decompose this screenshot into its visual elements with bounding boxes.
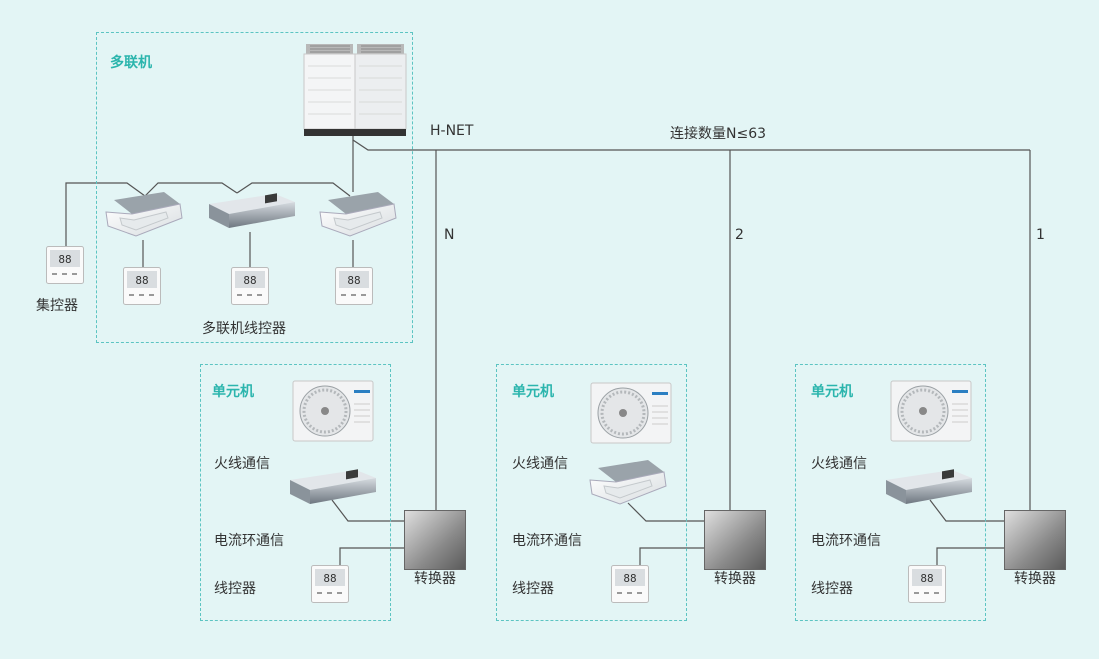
- unit-group-title-1: 单元机: [212, 384, 254, 400]
- current-loop-comm-label-1: 电流环通信: [214, 533, 284, 549]
- wired-controller-icon: 88: [123, 267, 161, 305]
- wired-controller-label-2: 线控器: [512, 581, 554, 597]
- vrf-outdoor-unit-icon: [303, 44, 407, 136]
- vrf-group-box: [96, 32, 413, 343]
- fire-line-comm-label-1: 火线通信: [214, 456, 270, 472]
- wired-controller-label-1: 线控器: [214, 581, 256, 597]
- line-label-n: N: [444, 227, 455, 243]
- duct-indoor-unit-icon: [209, 193, 295, 228]
- unit-group-box-1: [200, 364, 391, 621]
- unit-group-title-3: 单元机: [811, 384, 853, 400]
- converter-label-3: 转换器: [1014, 571, 1056, 587]
- line-label-1: 1: [1036, 227, 1045, 243]
- unit-group-box-3: [795, 364, 986, 621]
- duct-indoor-unit-icon: [886, 469, 972, 504]
- svg-text:88: 88: [243, 274, 256, 287]
- wired-controller-icon: 88: [335, 267, 373, 305]
- wired-controller-icon: 88: [46, 246, 84, 284]
- vrf-group-title: 多联机: [110, 55, 152, 71]
- svg-text:88: 88: [920, 572, 933, 585]
- svg-text:88: 88: [135, 274, 148, 287]
- converter-box-icon: [1004, 510, 1066, 570]
- converter-box-icon: [704, 510, 766, 570]
- hnet-label: H-NET: [430, 123, 474, 139]
- split-outdoor-unit-icon: [590, 382, 672, 444]
- connection-count-label: 连接数量N≤63: [670, 126, 767, 142]
- converter-box-icon: [404, 510, 466, 570]
- split-outdoor-unit-icon: [890, 380, 972, 442]
- converter-label-1: 转换器: [414, 571, 456, 587]
- vrf-wired-controller-label: 多联机线控器: [202, 321, 286, 337]
- wired-controller-icon: 88: [231, 267, 269, 305]
- svg-text:88: 88: [623, 572, 636, 585]
- fire-line-comm-label-3: 火线通信: [811, 456, 867, 472]
- fire-line-comm-label-2: 火线通信: [512, 456, 568, 472]
- svg-text:88: 88: [323, 572, 336, 585]
- duct-indoor-unit-icon: [290, 469, 376, 504]
- svg-text:88: 88: [347, 274, 360, 287]
- line-label-2: 2: [735, 227, 744, 243]
- wired-controller-icon: 88: [908, 565, 946, 603]
- converter-label-2: 转换器: [714, 571, 756, 587]
- current-loop-comm-label-2: 电流环通信: [512, 533, 582, 549]
- central-controller-label: 集控器: [36, 298, 78, 314]
- split-outdoor-unit-icon: [292, 380, 374, 442]
- current-loop-comm-label-3: 电流环通信: [811, 533, 881, 549]
- cassette-indoor-unit-icon: [589, 460, 667, 505]
- cassette-indoor-unit-icon: [319, 192, 397, 237]
- wired-controller-label-3: 线控器: [811, 581, 853, 597]
- svg-text:88: 88: [58, 253, 71, 266]
- unit-group-box-2: [496, 364, 687, 621]
- unit-group-title-2: 单元机: [512, 384, 554, 400]
- wired-controller-icon: 88: [311, 565, 349, 603]
- cassette-indoor-unit-icon: [105, 192, 183, 237]
- wired-controller-icon: 88: [611, 565, 649, 603]
